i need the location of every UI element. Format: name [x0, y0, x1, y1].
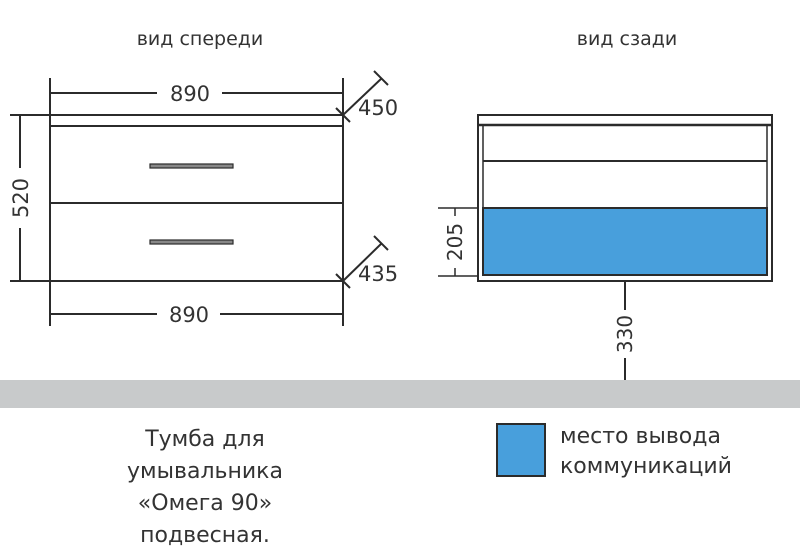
caption-line-2: умывальника: [127, 459, 283, 484]
back-view-title: вид сзади: [577, 28, 677, 50]
utility-height-label: 205: [443, 223, 467, 261]
front-view: [10, 70, 389, 326]
caption-line-1: Тумба для: [144, 427, 265, 452]
front-view-title: вид спереди: [137, 28, 264, 50]
front-depth-top-label: 450: [358, 96, 398, 120]
front-depth-bottom-label: 435: [358, 262, 398, 286]
legend-swatch: [496, 423, 546, 477]
legend-line-1: место вывода: [560, 424, 721, 449]
legend-line-2: коммуникаций: [560, 454, 732, 479]
back-view: [438, 114, 773, 380]
front-width-bottom-label: 890: [169, 303, 209, 327]
drawer-handle-bottom: [149, 239, 234, 245]
caption-line-3: «Омега 90»: [138, 491, 272, 516]
front-width-top-label: 890: [170, 82, 210, 106]
drawer-handle-top: [149, 163, 234, 169]
caption-line-4: подвесная.: [140, 523, 270, 548]
floor-band: [0, 380, 800, 408]
floor-height-label: 330: [613, 315, 637, 353]
utility-zone: [482, 207, 768, 276]
front-height-label: 520: [9, 178, 33, 218]
